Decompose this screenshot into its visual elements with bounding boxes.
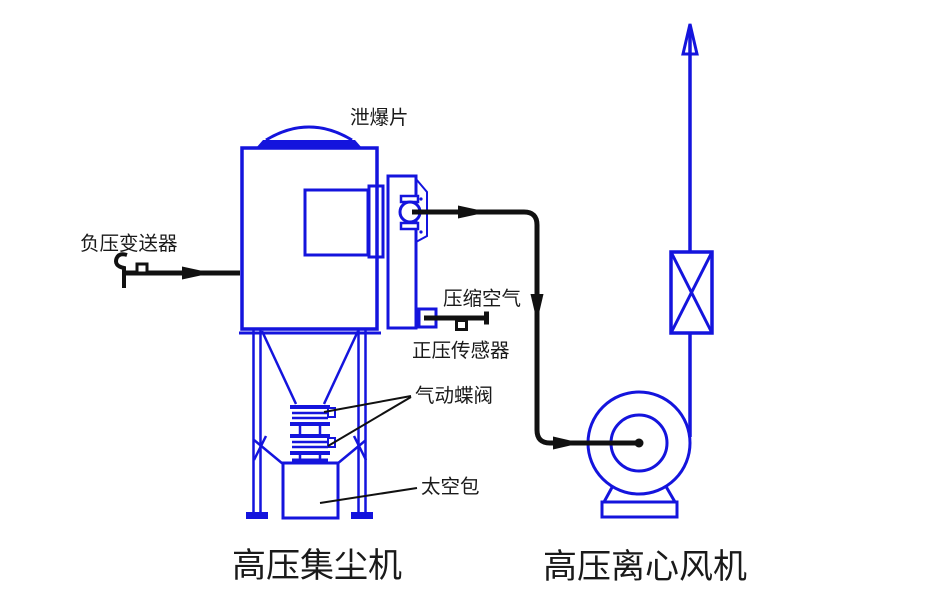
exhaust-arrow-icon xyxy=(681,23,699,56)
label-explosion-vent: 泄爆片 xyxy=(350,107,409,129)
butterfly-valve-lower xyxy=(290,434,336,455)
label-positive-pressure-sensor: 正压传感器 xyxy=(412,340,510,362)
label-space-bag: 太空包 xyxy=(421,476,480,498)
side-outlet-unit xyxy=(386,174,438,330)
support-legs xyxy=(246,329,373,519)
hopper-funnel xyxy=(260,330,360,405)
transmitter-tap-icon xyxy=(135,262,149,275)
pressure-sensor-tap-icon xyxy=(455,319,468,331)
butterfly-valve-stack xyxy=(290,405,336,462)
label-dust-collector: 高压集尘机 xyxy=(232,547,402,585)
flow-arrow-icon xyxy=(530,294,544,322)
negative-pressure-line xyxy=(114,252,240,288)
label-compressed-air: 压缩空气 xyxy=(443,288,521,310)
flow-arrow-icon xyxy=(458,205,488,219)
flow-lines xyxy=(114,205,644,504)
explosion-vent-dome xyxy=(256,125,362,148)
collector-access-window xyxy=(303,188,370,257)
label-pneumatic-butterfly-valve: 气动蝶阀 xyxy=(415,385,493,407)
label-negative-pressure-transmitter: 负压变送器 xyxy=(80,233,178,255)
silencer-box xyxy=(669,250,714,335)
space-bag xyxy=(281,461,340,520)
dust-collector-unit xyxy=(239,125,438,520)
discharge-skirt xyxy=(252,435,368,465)
butterfly-valve-upper xyxy=(290,405,336,426)
flow-arrow-icon xyxy=(182,266,212,280)
main-duct-line xyxy=(412,205,644,450)
outlet-flange xyxy=(367,184,385,259)
transmitter-hook-icon xyxy=(114,252,128,288)
compressed-air-line xyxy=(424,311,489,331)
fan-base xyxy=(600,500,679,519)
leader-lines xyxy=(319,395,418,504)
collector-body xyxy=(240,146,379,331)
flow-arrow-icon xyxy=(553,436,581,450)
fan-hub-dot xyxy=(634,438,644,448)
label-centrifugal-fan: 高压离心风机 xyxy=(543,548,747,586)
